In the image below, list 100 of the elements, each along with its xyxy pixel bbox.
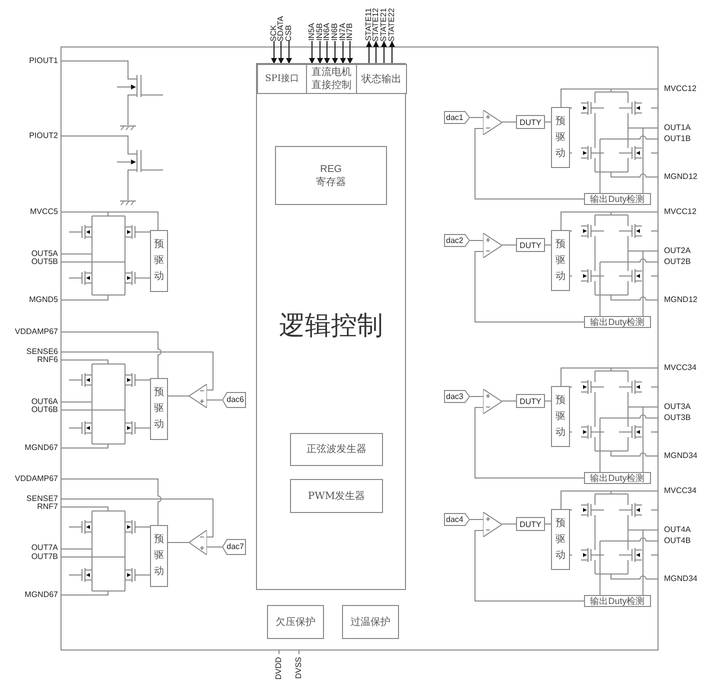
- pin-label: RNF6: [37, 356, 58, 364]
- pin-label: MVCC12: [664, 208, 696, 216]
- pin-label: PIOUT2: [29, 132, 58, 140]
- duty-box: DUTY: [516, 394, 545, 408]
- wire: [502, 400, 516, 402]
- pin-label: IN7A: [339, 23, 347, 41]
- pin-label: IN6A: [323, 23, 331, 41]
- pin-label: OUT5A: [31, 250, 58, 258]
- arrow: [278, 40, 284, 64]
- arrow: [366, 40, 372, 64]
- pin-label: OUT2A: [664, 247, 691, 255]
- signal-tag: dac2: [444, 234, 470, 247]
- predriver-box: 预驱动: [150, 525, 168, 587]
- arrow: [324, 40, 330, 64]
- arrow: [317, 40, 323, 64]
- comparator-symbol: [189, 530, 207, 555]
- arrow: [271, 40, 277, 64]
- pin-label: IN6B: [331, 23, 339, 41]
- pin-label: SENSE6: [26, 348, 58, 356]
- pin-label: STATE22: [388, 8, 396, 41]
- wire: [474, 251, 584, 322]
- wire: [502, 244, 516, 246]
- pin-label: DVDD: [275, 657, 283, 680]
- interface-box: SPI接口: [257, 64, 307, 94]
- predriver-box: 预驱动: [551, 386, 570, 447]
- register-box: REG 寄存器: [275, 146, 387, 205]
- pin-label: STATE12: [372, 8, 380, 41]
- pin-label: OUT6A: [31, 398, 58, 406]
- detector-box: 输出Duty检测: [584, 595, 651, 607]
- wire: [470, 396, 484, 397]
- comparator-symbol: [189, 384, 207, 408]
- pin-label: MGND67: [24, 591, 58, 599]
- comparator-symbol: [483, 110, 502, 135]
- arrow: [286, 40, 292, 64]
- wire: [470, 240, 484, 241]
- pin-label: MGND34: [664, 452, 698, 460]
- pin-label: MGND12: [664, 173, 698, 181]
- status-box: 状态输出: [356, 64, 407, 94]
- wire: [544, 400, 552, 402]
- pin-label: OUT4A: [664, 526, 691, 534]
- detector-box: 输出Duty检测: [584, 193, 651, 205]
- protection-box: 过温保护: [342, 605, 399, 639]
- wire: [474, 530, 584, 602]
- pin-label: MGND5: [29, 296, 58, 304]
- pin-label: MVCC34: [664, 364, 696, 372]
- wire: [474, 128, 584, 200]
- arrow: [381, 40, 387, 64]
- pin-label: STATE21: [380, 8, 388, 41]
- wire: [470, 519, 484, 520]
- generator-box: 正弦波发生器: [290, 433, 383, 466]
- signal-tag: dac4: [444, 513, 470, 526]
- duty-box: DUTY: [516, 115, 545, 129]
- comparator-symbol: [483, 512, 502, 537]
- pin-label: SENSE7: [26, 495, 58, 503]
- pin-label: STATE11: [365, 8, 373, 41]
- comparator-symbol: [483, 233, 502, 258]
- comparator-symbol: [483, 389, 502, 414]
- pin-label: SCK: [270, 24, 278, 41]
- pin-label: OUT3B: [664, 414, 691, 422]
- pin-label: OUT3A: [664, 403, 691, 411]
- wire: [206, 546, 222, 548]
- wire: [168, 542, 190, 543]
- wire: [470, 117, 484, 118]
- pin-label: MVCC12: [664, 85, 696, 93]
- duty-box: DUTY: [516, 238, 545, 252]
- wire: [544, 244, 552, 246]
- signal-tag: dac7: [222, 539, 246, 555]
- pin-label: OUT6B: [31, 406, 58, 414]
- predriver-box: 预驱动: [551, 509, 570, 570]
- detector-box: 输出Duty检测: [584, 472, 651, 484]
- pin-label: MGND67: [24, 444, 58, 452]
- detector-box: 输出Duty检测: [584, 316, 651, 328]
- pin-label: IN5A: [308, 23, 316, 41]
- arrow: [340, 40, 346, 64]
- pin-label: OUT2B: [664, 258, 691, 266]
- predriver-box: 预驱动: [150, 378, 168, 440]
- pin-label: IN5B: [316, 23, 324, 41]
- pin-label: SDATA: [277, 16, 285, 41]
- pin-label: RNF7: [37, 503, 58, 511]
- arrow: [347, 40, 353, 64]
- logic-block: [256, 63, 406, 590]
- protection-box: 欠压保护: [267, 605, 324, 639]
- pin-label: MGND12: [664, 296, 698, 304]
- pin-label: OUT7B: [31, 553, 58, 561]
- pin-label: MVCC5: [30, 208, 58, 216]
- control-box: 直流电机直接控制: [306, 64, 357, 94]
- pin-label: OUT1B: [664, 135, 691, 143]
- signal-tag: dac1: [444, 111, 470, 124]
- wire: [474, 407, 584, 478]
- pin-label: OUT4B: [664, 537, 691, 545]
- arrow: [309, 40, 315, 64]
- pin-label: VDDAMP67: [14, 328, 58, 336]
- predriver-box: 预驱动: [150, 230, 168, 292]
- pin-label: MVCC34: [664, 487, 696, 495]
- pin-label: VDDAMP67: [14, 475, 58, 483]
- duty-box: DUTY: [516, 517, 545, 531]
- predriver-box: 预驱动: [551, 230, 570, 291]
- predriver-box: 预驱动: [551, 107, 570, 168]
- pin-label: CSB: [285, 24, 293, 41]
- arrow: [389, 40, 395, 64]
